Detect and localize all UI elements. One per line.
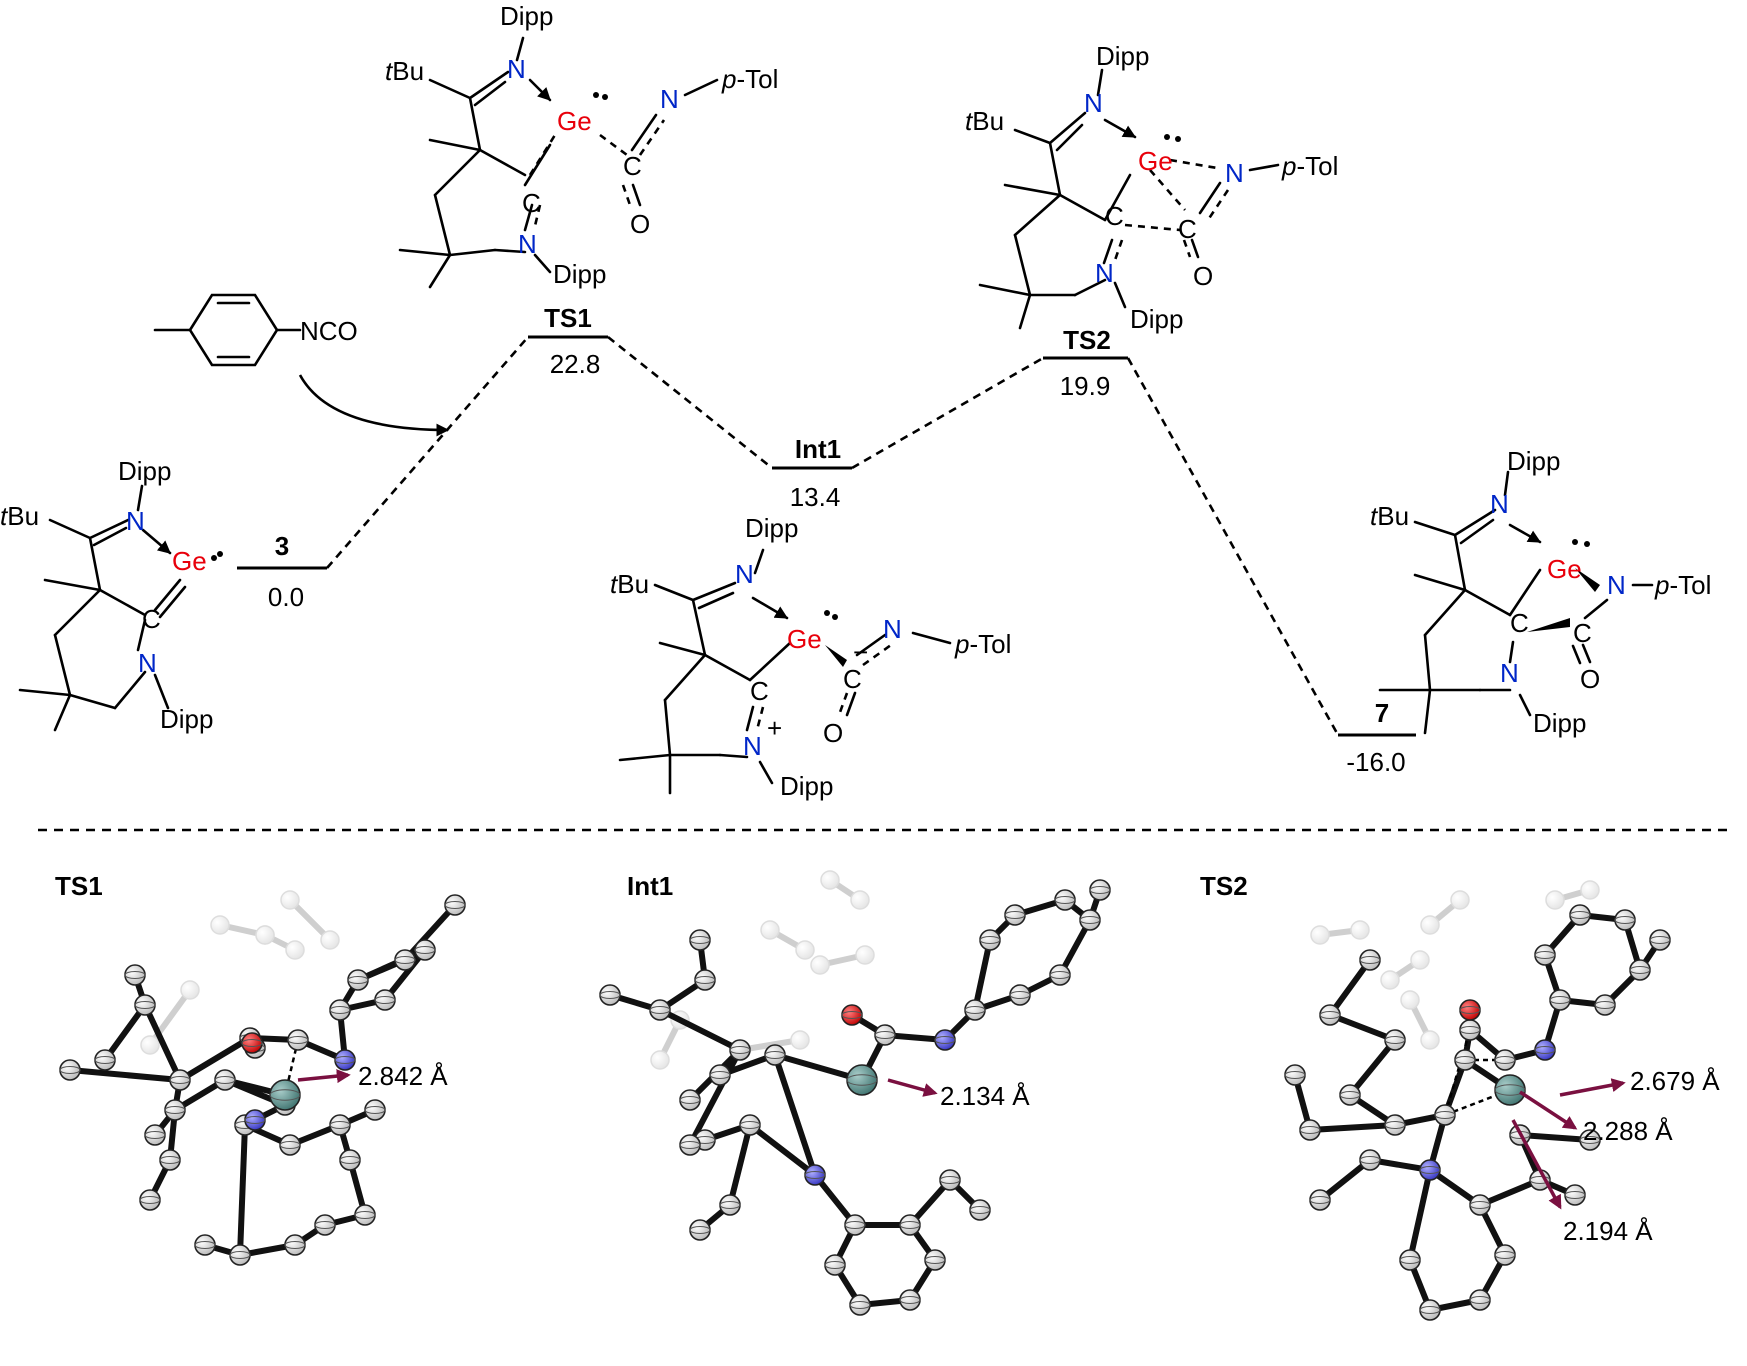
level-label-7: 7 bbox=[1375, 698, 1389, 728]
svg-text:N: N bbox=[1084, 88, 1103, 118]
distance-arrow-TS2-a bbox=[1559, 1078, 1626, 1097]
svg-text:C: C bbox=[623, 151, 642, 181]
svg-text:N: N bbox=[518, 229, 537, 259]
distance-label-TS2-a: 2.679 Å bbox=[1630, 1066, 1720, 1096]
ball-and-stick-TS2 bbox=[1284, 880, 1671, 1321]
structure-TS1: N Dipp tBu Ge C N Dipp C O N p-Tol bbox=[385, 1, 778, 289]
svg-text:C: C bbox=[1510, 608, 1529, 638]
svg-text:+: + bbox=[767, 713, 782, 743]
svg-text:N: N bbox=[1095, 258, 1114, 288]
connector-TS2-7 bbox=[1126, 357, 1340, 736]
svg-text:O: O bbox=[630, 209, 650, 239]
reagent-addition-arrow bbox=[298, 374, 450, 437]
svg-text:Dipp: Dipp bbox=[1096, 41, 1149, 71]
svg-text:N: N bbox=[743, 731, 762, 761]
svg-text:N: N bbox=[1225, 158, 1244, 188]
svg-text:C: C bbox=[843, 664, 862, 694]
svg-text:Ge: Ge bbox=[787, 624, 822, 654]
svg-text:Dipp: Dipp bbox=[118, 456, 171, 486]
svg-text:Dipp: Dipp bbox=[745, 513, 798, 543]
svg-text:Dipp: Dipp bbox=[160, 704, 213, 734]
svg-text:Ge: Ge bbox=[1547, 554, 1582, 584]
svg-text:Dipp: Dipp bbox=[500, 1, 553, 31]
svg-text:N: N bbox=[1500, 658, 1519, 688]
energy-profile: 3 0.0 TS1 22.8 Int1 13.4 TS2 19.9 7 -16.… bbox=[237, 303, 1416, 777]
level-label-TS2: TS2 bbox=[1063, 325, 1111, 355]
svg-text:tBu: tBu bbox=[965, 106, 1004, 136]
distance-label-Int1: 2.134 Å bbox=[940, 1081, 1030, 1111]
level-label-3: 3 bbox=[275, 531, 289, 561]
reagent-isocyanate: NCO bbox=[153, 293, 450, 437]
structure-Int1: N Dipp tBu Ge C N + Dipp − C O N p-Tol bbox=[610, 513, 1011, 801]
level-energy-7: -16.0 bbox=[1346, 747, 1405, 777]
svg-text:C: C bbox=[1178, 214, 1197, 244]
svg-text:tBu: tBu bbox=[385, 56, 424, 86]
svg-text:Dipp: Dipp bbox=[1507, 446, 1560, 476]
svg-text:C: C bbox=[522, 188, 541, 218]
svg-text:C: C bbox=[750, 676, 769, 706]
level-energy-Int1: 13.4 bbox=[790, 482, 841, 512]
svg-text:−: − bbox=[853, 637, 868, 667]
structure-7: N Dipp tBu Ge C N Dipp C O N p-Tol bbox=[1370, 446, 1711, 738]
connector-Int1-TS2 bbox=[851, 356, 1044, 470]
svg-text:N: N bbox=[126, 506, 145, 536]
svg-text:C: C bbox=[142, 604, 161, 634]
distance-arrow-Int1 bbox=[887, 1078, 938, 1097]
distance-label-TS2-b: 2.288 Å bbox=[1583, 1116, 1673, 1146]
svg-text:Dipp: Dipp bbox=[1533, 708, 1586, 738]
svg-text:N: N bbox=[735, 559, 754, 589]
structure-3: N Dipp tBu Ge C N Dipp bbox=[0, 456, 223, 734]
level-energy-3: 0.0 bbox=[268, 582, 304, 612]
svg-text:p-Tol: p-Tol bbox=[1281, 151, 1338, 181]
level-label-TS1: TS1 bbox=[544, 303, 592, 333]
distance-label-TS1: 2.842 Å bbox=[358, 1061, 448, 1091]
svg-text:p-Tol: p-Tol bbox=[954, 629, 1011, 659]
svg-text:Dipp: Dipp bbox=[1130, 304, 1183, 334]
svg-text:C: C bbox=[1105, 201, 1124, 231]
distance-arrow-TS2-c bbox=[1511, 1119, 1562, 1210]
svg-text:O: O bbox=[1580, 664, 1600, 694]
panel-title-TS1: TS1 bbox=[55, 871, 103, 901]
svg-text:C: C bbox=[1573, 618, 1592, 648]
svg-text:tBu: tBu bbox=[0, 501, 39, 531]
svg-text:N: N bbox=[660, 84, 679, 114]
panel-title-Int1: Int1 bbox=[627, 871, 673, 901]
structure-TS2: N Dipp tBu Ge C N Dipp C O N p-Tol bbox=[965, 41, 1338, 334]
svg-text:N: N bbox=[883, 614, 902, 644]
svg-text:p-Tol: p-Tol bbox=[1654, 570, 1711, 600]
svg-text:Ge: Ge bbox=[557, 106, 592, 136]
svg-text:Ge: Ge bbox=[1138, 146, 1173, 176]
connector-3-TS1 bbox=[326, 336, 529, 569]
panel-title-TS2: TS2 bbox=[1200, 871, 1248, 901]
level-energy-TS2: 19.9 bbox=[1060, 371, 1111, 401]
distance-label-TS2-c: 2.194 Å bbox=[1563, 1216, 1653, 1246]
svg-text:N: N bbox=[507, 54, 526, 84]
svg-text:O: O bbox=[823, 718, 843, 748]
ball-and-stick-TS1 bbox=[59, 890, 466, 1266]
svg-text:O: O bbox=[1193, 261, 1213, 291]
svg-text:tBu: tBu bbox=[1370, 501, 1409, 531]
connector-TS1-Int1 bbox=[607, 335, 773, 470]
svg-text:N: N bbox=[1490, 489, 1509, 519]
level-energy-TS1: 22.8 bbox=[550, 349, 601, 379]
svg-text:N: N bbox=[138, 648, 157, 678]
distance-arrow-TS1 bbox=[297, 1069, 351, 1084]
svg-text:Ge: Ge bbox=[172, 546, 207, 576]
ball-and-stick-Int1 bbox=[599, 870, 1111, 1316]
svg-text:Dipp: Dipp bbox=[780, 771, 833, 801]
distance-arrow-TS2-b bbox=[1519, 1090, 1578, 1130]
svg-text:N: N bbox=[1607, 570, 1626, 600]
level-label-Int1: Int1 bbox=[795, 434, 841, 464]
svg-text:p-Tol: p-Tol bbox=[721, 64, 778, 94]
svg-text:Dipp: Dipp bbox=[553, 259, 606, 289]
svg-text:tBu: tBu bbox=[610, 569, 649, 599]
reagent-nco-label: NCO bbox=[300, 316, 358, 346]
